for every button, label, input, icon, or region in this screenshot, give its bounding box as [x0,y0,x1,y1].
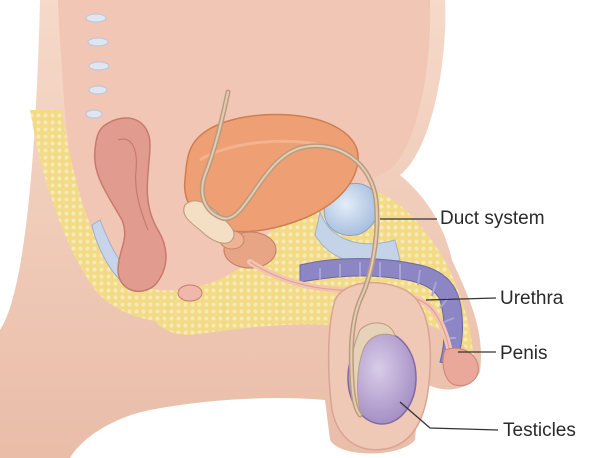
label-penis: Penis [500,344,548,363]
label-urethra: Urethra [500,289,563,308]
label-duct-system: Duct system [440,209,545,228]
label-testicles: Testicles [503,421,576,440]
anus [178,285,202,301]
